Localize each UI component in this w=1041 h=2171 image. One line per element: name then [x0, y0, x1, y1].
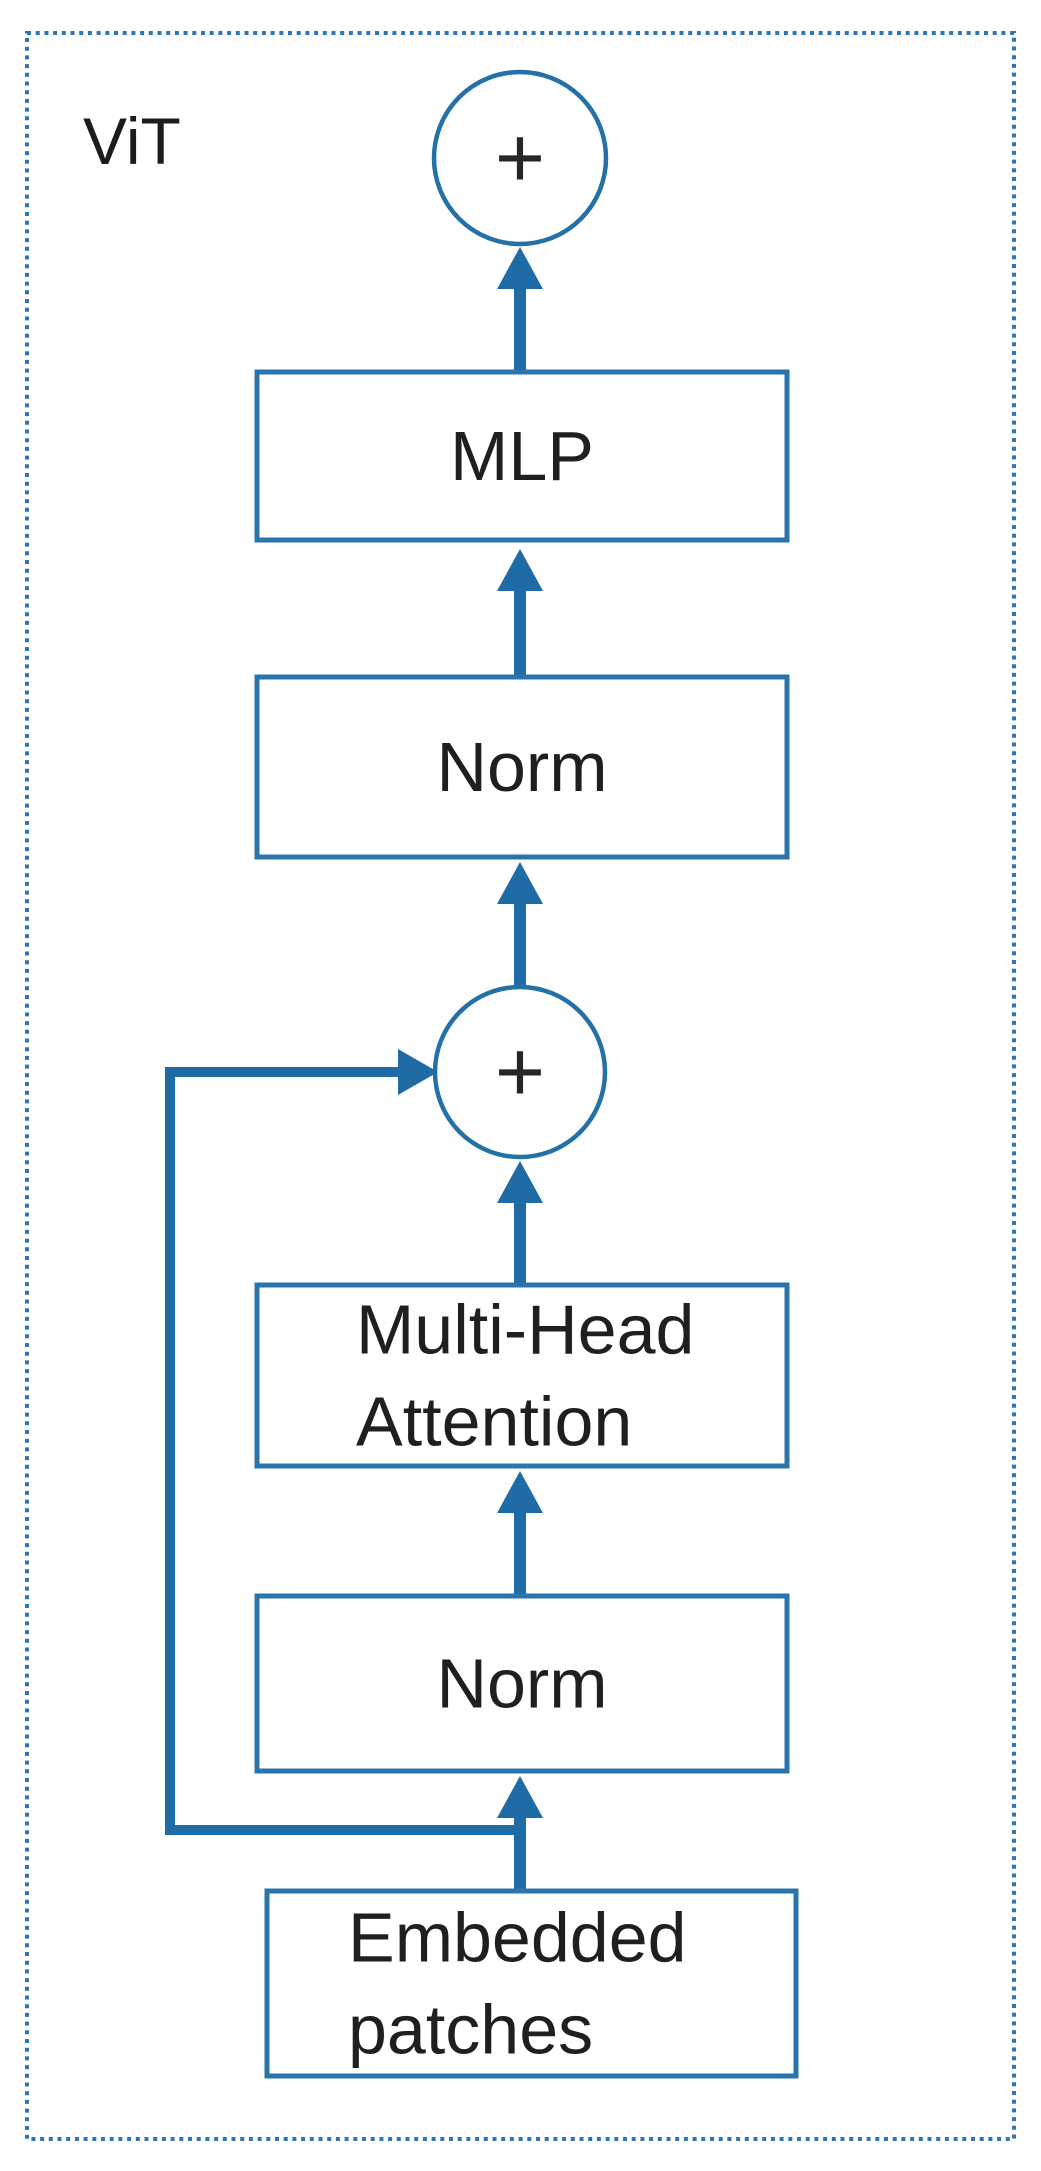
node-add-2: +	[431, 69, 609, 247]
node-label: Embedded	[348, 1899, 687, 1977]
node-box	[254, 674, 790, 860]
flow-arrow-multi-head-attention-to-add-1	[497, 1161, 543, 1285]
sum-circle	[432, 984, 608, 1160]
node-label: patches	[348, 1991, 593, 2069]
flow-arrow-embedded-patches-to-norm-1	[497, 1776, 543, 1891]
node-box	[254, 369, 790, 543]
sum-circle	[431, 69, 609, 247]
arrowhead-up-icon	[497, 1776, 543, 1818]
node-box	[254, 1282, 790, 1469]
node-label: Multi-Head	[356, 1291, 694, 1369]
node-label: MLP	[450, 417, 594, 495]
node-label: Norm	[436, 728, 607, 806]
flow-arrow-add-1-to-norm-2	[497, 862, 543, 987]
arrowhead-up-icon	[497, 1471, 543, 1513]
node-box	[254, 1593, 790, 1774]
skip-connection-arrowhead-icon	[398, 1049, 438, 1095]
flow-arrow-norm-1-to-multi-head-attention	[497, 1471, 543, 1596]
plus-icon: +	[495, 1024, 545, 1120]
node-add-1: +	[432, 984, 608, 1160]
plus-icon: +	[495, 110, 545, 206]
flow-arrow-mlp-to-add-2	[497, 247, 543, 372]
skip-connection-line	[165, 1067, 520, 1835]
diagram-title: ViT	[83, 104, 181, 178]
arrowhead-up-icon	[497, 247, 543, 289]
node-box	[264, 1888, 799, 2079]
node-norm-2: Norm	[254, 674, 790, 860]
node-label: Norm	[436, 1645, 607, 1723]
node-embedded-patches: Embedded patches	[264, 1888, 799, 2079]
node-mlp: MLP	[254, 369, 790, 543]
node-label: Attention	[356, 1383, 632, 1461]
arrowhead-up-icon	[497, 862, 543, 904]
arrowhead-up-icon	[497, 549, 543, 591]
arrowhead-up-icon	[497, 1161, 543, 1203]
node-norm-1: Norm	[254, 1593, 790, 1774]
dotted-border	[25, 31, 1016, 2141]
flow-arrow-norm-2-to-mlp	[497, 549, 543, 677]
